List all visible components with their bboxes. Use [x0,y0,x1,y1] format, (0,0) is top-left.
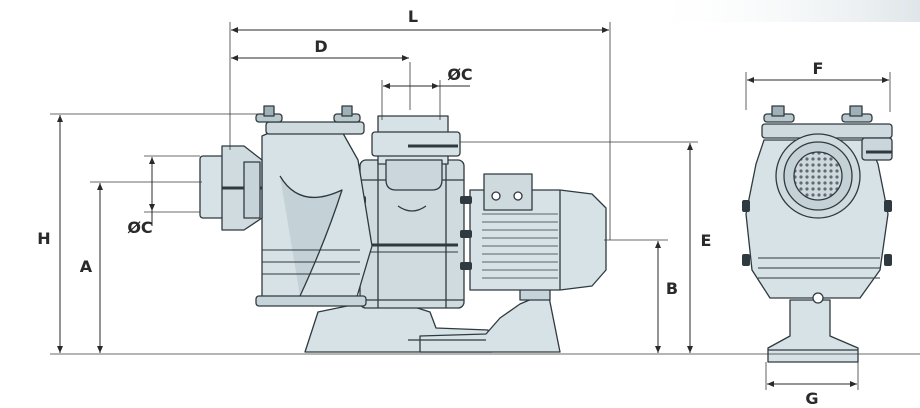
label-C-top: ØC [447,65,472,84]
inlet-pipe [199,155,225,219]
front-pedestal [767,299,859,363]
motor-body [469,189,607,291]
corner-shade [640,0,920,22]
label-D: D [314,37,327,56]
label-B: B [666,279,678,298]
label-E: E [701,231,712,250]
dimension-lines [50,22,920,390]
dimension-labels: L D ØC H A ØC B E F G [37,7,823,408]
label-H: H [37,229,50,248]
label-G: G [805,389,818,408]
motor-foot [419,291,561,353]
strainer-lid [265,121,365,135]
front-outlet-union [861,137,893,161]
pump-side-view [199,105,607,353]
motor-fins [482,213,558,279]
label-F: F [813,59,824,78]
outlet-union [371,131,461,157]
pump-front-view [742,105,893,363]
label-C-left: ØC [127,218,152,237]
label-A: A [80,257,93,276]
front-inlet-grille [793,151,843,201]
terminal-box [483,173,533,211]
label-L: L [408,7,418,26]
